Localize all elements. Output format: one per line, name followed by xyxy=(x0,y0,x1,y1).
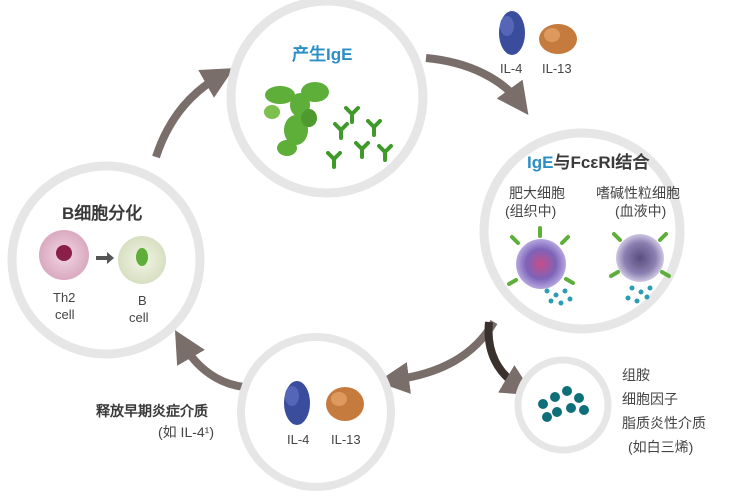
arrow-binding-to-mediators xyxy=(484,321,534,396)
arrow-release-to-bcell xyxy=(174,330,245,391)
release-mediators-text: 释放早期炎症介质 xyxy=(96,403,208,419)
th2-cell-label: cell xyxy=(55,307,75,322)
bcell-diff-title: B细胞分化 xyxy=(62,204,143,223)
ige-binding-title-rest: 与FcεRI结合 xyxy=(553,153,650,172)
b-label: B xyxy=(138,293,147,308)
il4-protein-top-icon xyxy=(499,11,525,55)
produce-ige-title: 产生IgE xyxy=(292,45,353,64)
mediator-list: 组胺 细胞因子 脂质炎性介质 (如白三烯) xyxy=(622,363,706,459)
mediator-item: 组胺 xyxy=(622,367,650,383)
mast-cell-label: 肥大细胞 xyxy=(509,185,565,201)
mast-cell-location: (组织中) xyxy=(505,203,557,219)
ige-antibody-small-icons xyxy=(326,106,393,169)
il4-top-label: IL-4 xyxy=(500,61,523,76)
th2-label: Th2 xyxy=(53,290,76,305)
basophil-location: (血液中) xyxy=(615,203,667,219)
circle-mediators xyxy=(514,356,612,454)
arrow-ige-to-binding xyxy=(425,54,529,115)
il13-top-label: IL-13 xyxy=(542,61,572,76)
basophil-icon xyxy=(609,232,671,282)
b-cell-label: cell xyxy=(129,310,149,325)
il13-protein-bottom-icon xyxy=(326,387,364,421)
ige-binding-title: IgE与FcεRI结合 xyxy=(527,148,649,173)
il13-bottom-label: IL-13 xyxy=(331,432,361,447)
arrow-bcell-to-ige xyxy=(152,68,234,159)
il4-bottom-label: IL-4 xyxy=(287,432,310,447)
granule-dots-icon xyxy=(544,285,653,306)
mast-cell-icon xyxy=(507,226,575,289)
il4-protein-bottom-icon xyxy=(284,381,310,425)
mediator-item: (如白三烯) xyxy=(628,439,694,455)
ige-antibody-large-icon xyxy=(264,82,329,156)
basophil-label: 嗜碱性粒细胞 xyxy=(596,185,680,201)
mediator-item: 细胞因子 xyxy=(622,391,678,407)
mediator-dots-icon xyxy=(538,386,589,422)
release-example-text: (如 IL-4¹) xyxy=(158,424,214,440)
ige-binding-title-ige: IgE xyxy=(527,153,554,172)
arrow-binding-to-release xyxy=(377,319,498,394)
mediator-item: 脂质炎性介质 xyxy=(622,415,706,431)
il13-protein-top-icon xyxy=(539,24,577,54)
circle-cytokines xyxy=(237,333,395,491)
